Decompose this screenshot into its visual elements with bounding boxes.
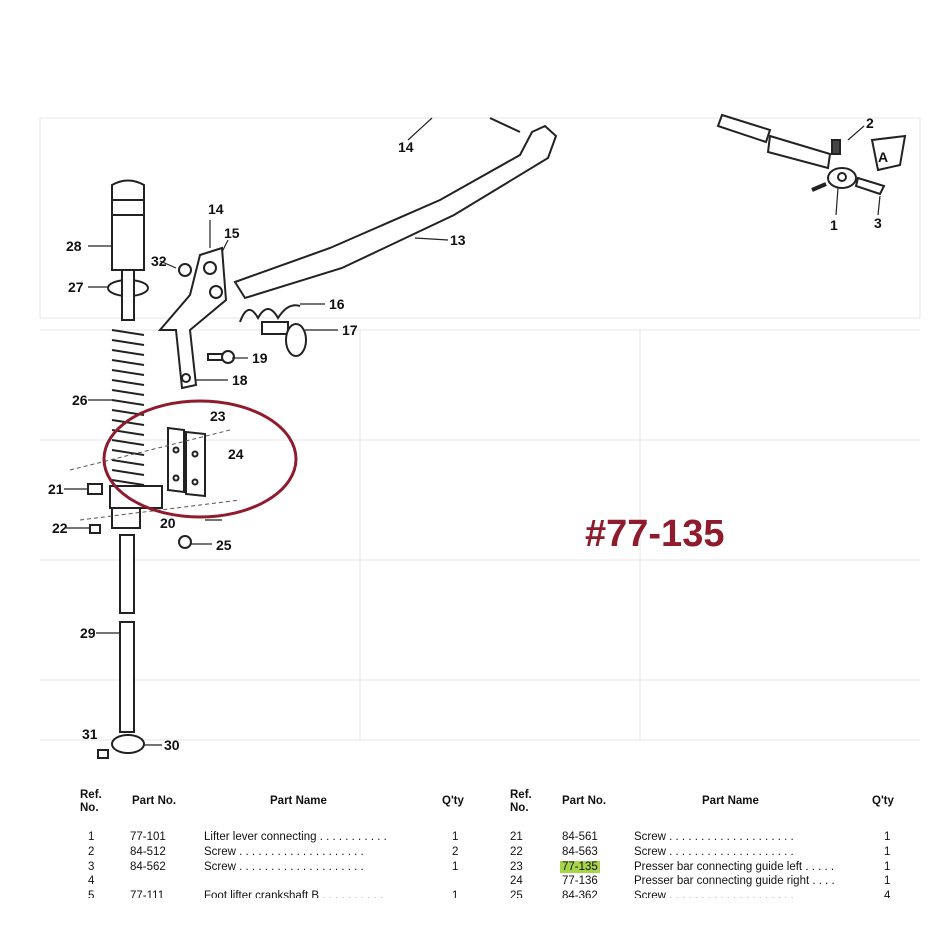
label-2: 2: [866, 115, 874, 131]
label-30: 30: [164, 737, 180, 753]
parts-table-left: Ref. No. Part No. Part Name Q'ty 1 77-10…: [80, 789, 470, 905]
table-row: 4: [88, 875, 95, 888]
label-18: 18: [232, 372, 248, 388]
header-qty: Q'ty: [872, 795, 894, 807]
label-29: 29: [80, 625, 96, 641]
table-row: 21 84-561 Screw . . . . . . . . . . . . …: [510, 831, 891, 843]
label-23: 23: [210, 408, 226, 424]
label-14-mid: 14: [208, 201, 224, 217]
label-21: 21: [48, 481, 64, 497]
part-number-callout: #77-135: [585, 513, 725, 555]
highlighted-part-number: 77-135: [560, 860, 600, 873]
label-14-top: 14: [398, 139, 414, 155]
small-parts: [178, 263, 307, 364]
header-part-name: Part Name: [270, 795, 327, 807]
label-31: 31: [82, 726, 98, 742]
top-right-assembly: A: [716, 113, 907, 196]
label-25: 25: [216, 537, 232, 553]
header-part-name: Part Name: [702, 795, 759, 807]
cropped-edge: [0, 898, 950, 950]
presser-bar-guides: [167, 426, 206, 498]
label-24: 24: [228, 446, 244, 462]
svg-text:A: A: [878, 149, 888, 165]
header-part-no: Part No.: [562, 795, 607, 807]
header-no: No.: [510, 802, 529, 814]
table-header: Ref. No. Part No. Part Name Q'ty: [80, 789, 470, 831]
header-part-no: Part No.: [132, 795, 177, 807]
label-27: 27: [68, 279, 84, 295]
header-qty: Q'ty: [442, 795, 464, 807]
table-row: 3 84-562 Screw . . . . . . . . . . . . .…: [88, 860, 459, 873]
presser-bar-assembly: [107, 179, 163, 754]
label-20: 20: [160, 515, 176, 531]
label-1: 1: [830, 217, 838, 233]
header-ref: Ref.: [510, 789, 532, 801]
table-row: 2 84-512 Screw . . . . . . . . . . . . .…: [88, 845, 459, 858]
label-22: 22: [52, 520, 68, 536]
label-26: 26: [72, 392, 88, 408]
callout-labels: 28 27 26 21 22 29 31 30 32 14 14 15 13 1…: [48, 115, 882, 753]
label-19: 19: [252, 350, 268, 366]
label-17: 17: [342, 322, 358, 338]
lifter-rod: [233, 117, 558, 300]
label-32: 32: [151, 253, 167, 269]
table-row: 1 77-101 Lifter lever connecting . . . .…: [88, 831, 459, 843]
label-28: 28: [66, 238, 82, 254]
table-row: 22 84-563 Screw . . . . . . . . . . . . …: [510, 845, 891, 858]
label-13: 13: [450, 232, 466, 248]
label-15: 15: [224, 225, 240, 241]
table-header: Ref. No. Part No. Part Name Q'ty: [510, 789, 910, 831]
parts-table-right: Ref. No. Part No. Part Name Q'ty 21 84-5…: [510, 789, 910, 905]
header-ref: Ref.: [80, 789, 102, 801]
table-row: 24 77-136 Presser bar connecting guide r…: [510, 875, 891, 888]
label-16: 16: [329, 296, 345, 312]
leader-lines: [64, 117, 881, 746]
highlight-circle: [102, 399, 298, 519]
label-3: 3: [874, 215, 882, 231]
lifter-bracket: [157, 246, 228, 390]
assembly-lines: [69, 429, 241, 521]
table-row-highlighted: 23 77-135 Presser bar connecting guide l…: [510, 860, 891, 873]
header-no: No.: [80, 802, 99, 814]
